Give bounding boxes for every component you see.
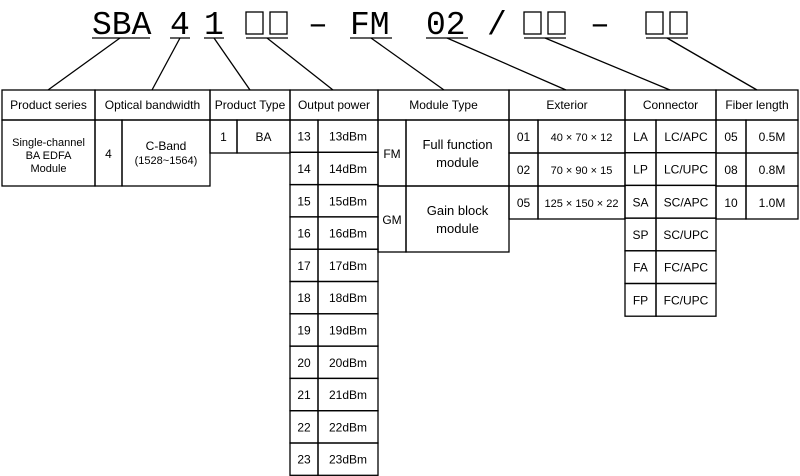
connector-row-value: SC/UPC: [663, 228, 709, 242]
header-row: Product series Optical bandwidth Product…: [1, 89, 799, 121]
output-power-row-code: 23: [297, 453, 311, 467]
module-type-column: FM Full function module GM Gain block mo…: [377, 119, 510, 253]
code-box-fiber-2: [669, 11, 688, 35]
product-series-line2: BA EDFA: [26, 150, 73, 162]
exterior-row-value: 70 × 90 × 15: [551, 165, 613, 177]
module-fm-line2: module: [436, 155, 479, 170]
connector-row-code: SA: [632, 195, 648, 209]
code-slash: /: [487, 7, 507, 44]
code-box-power-1: [245, 11, 264, 35]
exterior-row-code: 01: [517, 130, 531, 144]
fiber-length-row-value: 0.8M: [759, 163, 786, 177]
product-series-column: Single-channel BA EDFA Module: [1, 119, 96, 187]
connector-row-value: LC/APC: [664, 130, 708, 144]
connector-column: LA LC/APC LP LC/UPC SA SC/APC SP SC/UPC FA FC/APC…: [624, 119, 717, 317]
connector-lines: [47, 37, 758, 91]
code-box-power-2: [269, 11, 288, 35]
connector-row-code: LP: [633, 163, 648, 177]
code-dash-2: –: [590, 7, 610, 44]
fiber-length-row-code: 05: [724, 130, 738, 144]
exterior-row-code: 02: [517, 163, 531, 177]
product-series-line1: Single-channel: [12, 137, 85, 149]
module-gm-line1: Gain block: [427, 203, 489, 218]
connector-row-value: SC/APC: [664, 195, 709, 209]
connector-row-code: FA: [633, 261, 648, 275]
output-power-row-value: 16dBm: [329, 227, 367, 241]
module-gm-line2: module: [436, 221, 479, 236]
header-exterior: Exterior: [546, 98, 587, 112]
output-power-row-code: 20: [297, 356, 311, 370]
header-product-series: Product series: [10, 98, 87, 112]
optical-bandwidth-column: 4 C-Band (1528~1564): [94, 119, 211, 187]
part-number-code: SBA 4 1 – FM 02 / –: [92, 7, 688, 44]
output-power-row-value: 22dBm: [329, 420, 367, 434]
output-power-row-code: 13: [297, 130, 311, 144]
output-power-column: 13 13dBm 14 14dBm 15 15dBm 16 16dBm 17 17dBm 18 18d…: [289, 119, 379, 476]
connector-row-code: FP: [633, 293, 648, 307]
fiber-length-row-code: 08: [724, 163, 738, 177]
output-power-row-value: 21dBm: [329, 388, 367, 402]
code-box-fiber-1: [645, 11, 664, 35]
connector-row-code: SP: [632, 228, 648, 242]
output-power-row-code: 14: [297, 162, 311, 176]
module-code-gm: GM: [382, 213, 401, 227]
product-type-value: BA: [255, 130, 271, 144]
connector-row-value: FC/APC: [664, 261, 708, 275]
product-type-column: 1 BA: [209, 119, 291, 154]
fiber-length-row-value-cell: [745, 185, 799, 220]
exterior-row-value: 40 × 70 × 12: [551, 132, 613, 144]
output-power-row-value: 19dBm: [329, 323, 367, 337]
output-power-row-value: 15dBm: [329, 194, 367, 208]
output-power-row-code: 21: [297, 388, 311, 402]
connector-row-value: FC/UPC: [664, 293, 709, 307]
output-power-row-value: 20dBm: [329, 356, 367, 370]
connector-row-value-cell: [655, 282, 717, 317]
output-power-row-value: 14dBm: [329, 162, 367, 176]
header-output-power: Output power: [298, 98, 370, 112]
module-fm-line1: Full function: [422, 137, 492, 152]
product-series-line3: Module: [30, 163, 66, 175]
exterior-row-code: 05: [517, 196, 531, 210]
connector-row-value: LC/UPC: [664, 163, 708, 177]
header-optical-bandwidth: Optical bandwidth: [105, 98, 200, 112]
output-power-row-code: 19: [297, 323, 311, 337]
fiber-length-row-value: 1.0M: [759, 196, 786, 210]
output-power-row-value: 23dBm: [329, 453, 367, 467]
fiber-length-row-code: 10: [724, 196, 738, 210]
connector-row-code: LA: [633, 130, 648, 144]
bandwidth-line2: (1528~1564): [135, 155, 198, 167]
code-digit-bandwidth: 4: [170, 7, 190, 44]
exterior-row-value: 125 × 150 × 22: [544, 198, 618, 210]
output-power-row-value: 18dBm: [329, 291, 367, 305]
output-power-row-code: 15: [297, 194, 311, 208]
bandwidth-line1: C-Band: [146, 139, 187, 153]
output-power-row-value: 17dBm: [329, 259, 367, 273]
product-type-code: 1: [220, 130, 227, 144]
code-digit-type: 1: [204, 7, 224, 44]
output-power-row-code: 17: [297, 259, 311, 273]
header-fiber-length: Fiber length: [725, 98, 788, 112]
bandwidth-code: 4: [105, 147, 112, 161]
fiber-length-column: 05 0.5M 08 0.8M 10 1.0M: [715, 119, 799, 220]
output-power-row-value: 13dBm: [329, 130, 367, 144]
output-power-row-code: 16: [297, 227, 311, 241]
header-product-type: Product Type: [215, 98, 286, 112]
fiber-length-row-value: 0.5M: [759, 130, 786, 144]
output-power-row-code: 18: [297, 291, 311, 305]
header-module-type: Module Type: [409, 98, 478, 112]
exterior-column: 01 40 × 70 × 12 02 70 × 90 × 15 05 125 × 150 …: [508, 119, 626, 220]
code-dash-1: –: [308, 7, 328, 44]
code-box-connector-2: [547, 11, 566, 35]
header-connector: Connector: [643, 98, 698, 112]
module-code-fm: FM: [383, 147, 400, 161]
output-power-row-value-cell: [317, 442, 379, 476]
output-power-row-code: 22: [297, 420, 311, 434]
code-box-connector-1: [523, 11, 542, 35]
